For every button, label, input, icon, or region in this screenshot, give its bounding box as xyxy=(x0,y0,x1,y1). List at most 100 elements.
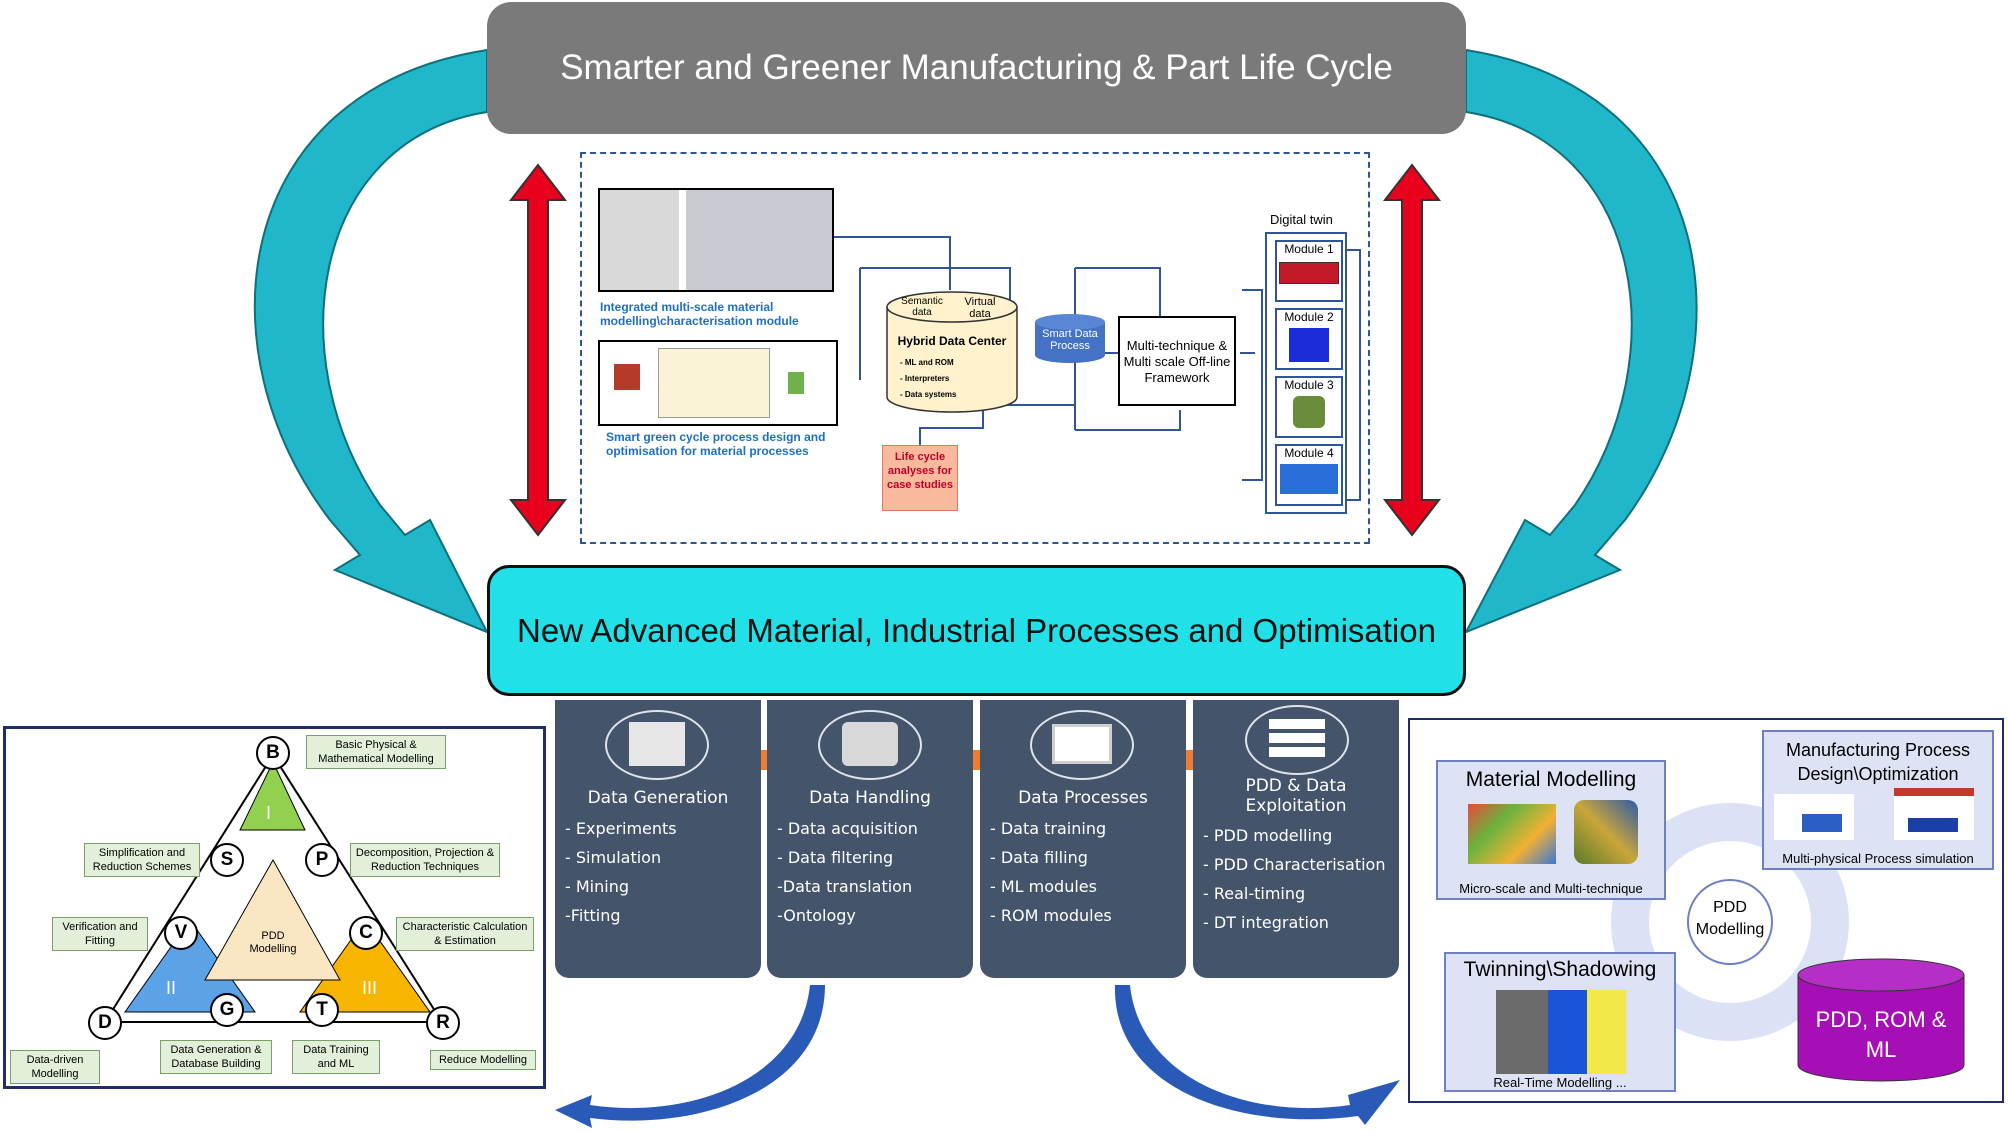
step-1-item: - Experiments xyxy=(565,819,677,838)
right-red-double-arrow xyxy=(1382,163,1442,537)
material-modelling-caption: Micro-scale and Multi-technique xyxy=(1459,881,1643,896)
twinning-title: Twinning\Shadowing xyxy=(1463,958,1657,981)
step-1-item: - Simulation xyxy=(565,848,662,867)
left-bottom-blue-arrow xyxy=(555,985,825,1128)
left-teal-curve-arrow xyxy=(253,48,490,634)
mfg-image-2 xyxy=(1894,788,1974,840)
cyl-virtual-label: Virtual data xyxy=(964,296,996,320)
smart-data-process-cylinder xyxy=(1035,314,1105,363)
material-module-image xyxy=(598,188,834,292)
mfg-process-title: Manufacturing Process Design\Optimizatio… xyxy=(1785,740,1971,784)
step-4-item: - PDD Characterisation xyxy=(1203,855,1386,874)
step-4-item: - Real-timing xyxy=(1203,884,1306,903)
center-diagram-frame xyxy=(580,152,1370,544)
label-data-driven: Data-driven Modelling xyxy=(10,1050,100,1084)
material-image-2 xyxy=(1574,800,1638,864)
node-s: S xyxy=(210,843,244,877)
triangle-panel xyxy=(3,726,546,1089)
step-1-title: Data Generation xyxy=(587,788,729,808)
module-3-label: Module 3 xyxy=(1284,378,1334,392)
step-3-title: Data Processes xyxy=(1018,788,1148,808)
step-3-item: - ML modules xyxy=(990,877,1097,896)
triangle-center-label: PDD Modelling xyxy=(249,930,297,955)
material-image-1 xyxy=(1468,804,1556,864)
roman-3: III xyxy=(362,978,378,998)
material-modelling-box: Material Modelling Micro-scale and Multi… xyxy=(1436,760,1666,900)
twinning-box: Twinning\Shadowing Real-Time Modelling .… xyxy=(1444,952,1676,1092)
material-modelling-title: Material Modelling xyxy=(1465,768,1637,791)
cyl-title: Hybrid Data Center xyxy=(897,334,1007,348)
roman-2: II xyxy=(166,978,177,998)
step-3-item: - ROM modules xyxy=(990,906,1112,925)
twinning-caption: Real-Time Modelling ... xyxy=(1493,1075,1627,1090)
life-cycle-box: Life cycle analyses for case studies xyxy=(882,445,958,511)
caption-smart-green: Smart green cycle process design and opt… xyxy=(606,430,826,458)
right-bottom-blue-arrow xyxy=(1114,985,1400,1125)
step-data-generation: Data Generation - Experiments - Simulati… xyxy=(555,700,761,978)
label-characteristic: Characteristic Calculation & Estimation xyxy=(396,917,534,951)
data-handling-icon xyxy=(818,710,922,780)
smart-data-process-label: Smart Data Process xyxy=(1042,328,1098,352)
left-red-double-arrow xyxy=(508,163,568,537)
module-4-label: Module 4 xyxy=(1284,446,1334,460)
step-2-title: Data Handling xyxy=(809,788,931,808)
right-panel xyxy=(1408,718,2004,1103)
node-d: D xyxy=(88,1006,122,1040)
step-4-item: - DT integration xyxy=(1203,913,1329,932)
step-1-item: - Mining xyxy=(565,877,629,896)
mfg-image-1 xyxy=(1774,794,1854,840)
module-1: Module 1 xyxy=(1275,240,1343,302)
step-4-item: - PDD modelling xyxy=(1203,826,1333,845)
data-processes-icon xyxy=(1030,710,1134,780)
data-generation-icon xyxy=(605,710,709,780)
digital-twin-frame xyxy=(1265,232,1347,514)
step-2-item: -Data translation xyxy=(777,877,913,896)
pdd-rom-ml-label: PDD, ROM & ML xyxy=(1815,1007,1947,1062)
label-decomposition: Decomposition, Projection & Reduction Te… xyxy=(350,843,500,877)
triangle-diagram xyxy=(104,754,443,1023)
twinning-image xyxy=(1496,990,1626,1074)
step-1-item: -Fitting xyxy=(565,906,621,925)
node-p: P xyxy=(305,843,339,877)
node-b: B xyxy=(256,736,290,770)
step-3-item: - Data filling xyxy=(990,848,1088,867)
caption-material-module: Integrated multi-scale material modellin… xyxy=(600,300,799,328)
module-2-label: Module 2 xyxy=(1284,310,1334,324)
mfg-process-caption: Multi-physical Process simulation xyxy=(1782,851,1974,866)
step-2-item: -Ontology xyxy=(777,906,856,925)
node-t: T xyxy=(305,993,339,1027)
roman-1: I xyxy=(266,803,272,823)
cyl-semantic-label: Semantic data xyxy=(901,296,943,318)
label-basic: Basic Physical & Mathematical Modelling xyxy=(306,735,446,769)
step-2-item: - Data acquisition xyxy=(777,819,918,838)
framework-box: Multi-technique & Multi scale Off-line F… xyxy=(1118,316,1236,406)
label-reduce: Reduce Modelling xyxy=(430,1050,536,1070)
node-g: G xyxy=(210,993,244,1027)
top-banner: Smarter and Greener Manufacturing & Part… xyxy=(487,2,1466,134)
digital-twin-label: Digital twin xyxy=(1270,212,1333,227)
pdd-ring xyxy=(1611,803,1849,1041)
node-c: C xyxy=(349,916,383,950)
pdd-circle-label: PDD Modelling xyxy=(1695,899,1765,938)
mfg-process-box: Manufacturing Process Design\Optimizatio… xyxy=(1762,730,1994,870)
step-3-item: - Data training xyxy=(990,819,1107,838)
step-2-item: - Data filtering xyxy=(777,848,894,867)
label-data-training: Data Training and ML xyxy=(292,1040,380,1074)
node-v: V xyxy=(164,916,198,950)
module-3: Module 3 xyxy=(1275,376,1343,438)
label-data-generation: Data Generation & Database Building xyxy=(160,1040,272,1074)
smart-green-image xyxy=(598,340,838,426)
cyl-item-1: - ML and ROM xyxy=(900,358,954,367)
module-1-label: Module 1 xyxy=(1284,242,1334,256)
mid-banner: New Advanced Material, Industrial Proces… xyxy=(487,565,1466,696)
module-2: Module 2 xyxy=(1275,308,1343,370)
hybrid-data-center-cylinder xyxy=(886,291,1018,413)
server-icon xyxy=(1245,705,1349,775)
module-4: Module 4 xyxy=(1275,444,1343,506)
node-r: R xyxy=(426,1006,460,1040)
cyl-item-2: - Interpreters xyxy=(900,374,950,383)
pdd-rom-ml-cylinder xyxy=(1797,958,1965,1082)
label-verification: Verification and Fitting xyxy=(52,917,148,951)
step-4-title: PDD & Data Exploitation xyxy=(1245,776,1347,816)
